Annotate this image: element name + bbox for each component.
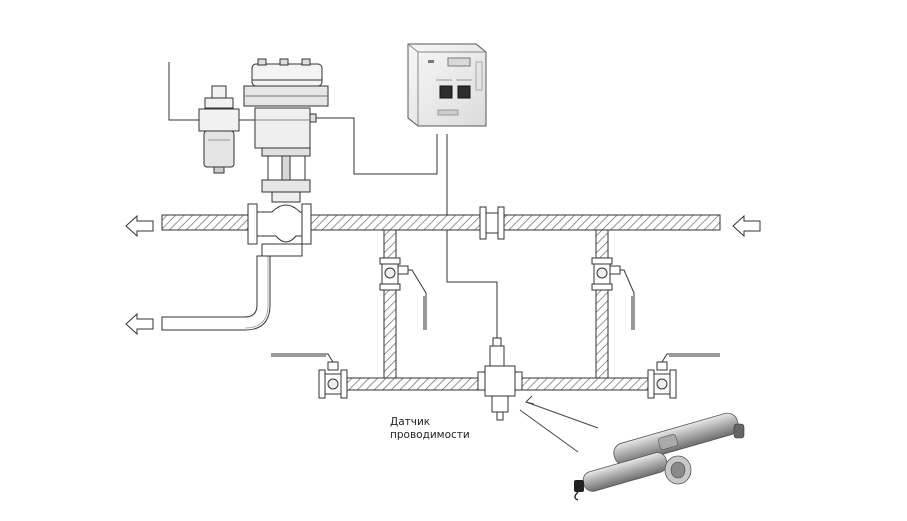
inlet-arrow-right bbox=[732, 214, 761, 238]
air-supply-line bbox=[168, 62, 205, 121]
pipe-flange bbox=[479, 206, 505, 240]
main-pipe-segment-left bbox=[161, 214, 259, 231]
ball-valve-icon bbox=[271, 257, 720, 399]
control-valve-actuator-icon bbox=[243, 58, 329, 257]
signal-wires bbox=[168, 62, 498, 338]
sensor-label-line2: проводимости bbox=[390, 429, 470, 441]
sensor-signal-wire bbox=[446, 134, 498, 338]
left-riser-pipe bbox=[383, 229, 397, 386]
lower-valve-left bbox=[271, 353, 348, 399]
sensor-photo bbox=[574, 412, 745, 501]
drain-pipe bbox=[161, 255, 271, 331]
main-pipe bbox=[161, 214, 721, 231]
air-filter-regulator-icon bbox=[198, 85, 255, 174]
arrow-left-icon bbox=[125, 214, 761, 336]
callout-lines bbox=[519, 395, 599, 453]
main-pipe-segment-mid bbox=[310, 214, 484, 231]
riser-valve-left bbox=[379, 257, 427, 330]
outlet-arrow-bottom bbox=[125, 312, 154, 336]
sensor-label-line1: Датчик bbox=[390, 416, 431, 428]
outlet-arrow-top bbox=[125, 214, 154, 238]
main-pipe-segment-right bbox=[501, 214, 721, 231]
controller-unit-icon bbox=[407, 43, 487, 127]
riser-valve-right bbox=[591, 257, 635, 330]
right-riser-pipe bbox=[595, 229, 609, 386]
conductivity-sensor-icon bbox=[477, 337, 523, 421]
controller-to-actuator-wire bbox=[312, 117, 438, 175]
lower-valve-right bbox=[647, 353, 720, 399]
